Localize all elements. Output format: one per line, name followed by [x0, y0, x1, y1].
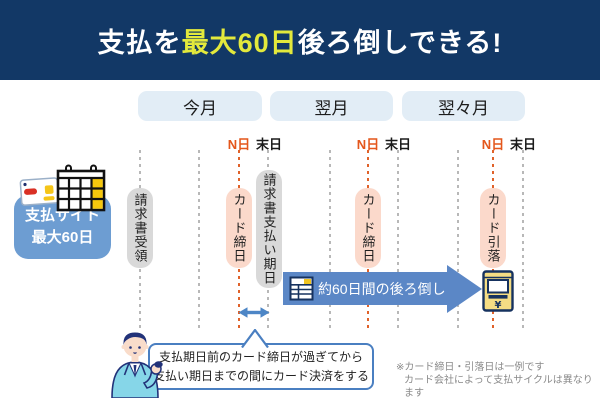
- deferral-arrow-banner: 約60日間の後ろ倒し: [283, 272, 447, 305]
- title-suffix: 後ろ倒しできる!: [297, 27, 503, 58]
- month-label: 翌月: [314, 98, 349, 118]
- timeline-gridline-gray: [198, 150, 200, 330]
- page-title: 支払を最大60日後ろ倒しできる!: [98, 21, 503, 60]
- timeline-gridline-gray: [329, 150, 331, 330]
- title-prefix: 支払を: [97, 27, 182, 58]
- footnote-line2: カード会社によって支払サイクルは異なります: [404, 375, 593, 399]
- n-day-label-month1: N日: [227, 137, 251, 152]
- month-box-current: 今月: [138, 91, 262, 121]
- payment-site-line2: 最大60日: [31, 229, 94, 246]
- month-label: 翌々月: [438, 98, 489, 118]
- businessperson-illustration: [111, 332, 163, 398]
- svg-text:¥: ¥: [495, 300, 502, 311]
- event-card-closing-month1: カード締日: [226, 188, 252, 268]
- timeline-gridline-gray: [457, 150, 459, 330]
- month-label: 今月: [183, 98, 217, 118]
- speech-bubble-tail: [241, 329, 269, 348]
- month-box-next: 翌月: [270, 91, 393, 121]
- speech-bubble-line1: 支払期日前のカード締日が過ぎてから: [158, 349, 363, 364]
- event-card-debit: カード引落: [480, 188, 506, 268]
- last-day-label-month2: 末日: [384, 137, 412, 152]
- n-day-label-month3: N日: [481, 137, 505, 152]
- calendar-doc-icon: [289, 276, 314, 301]
- credit-card-icon: [19, 177, 60, 206]
- timeline-gridline-gray: [397, 150, 399, 330]
- last-day-label-month1: 末日: [255, 137, 283, 152]
- speech-bubble-line2: 支払い期日までの間にカード決済をする: [152, 368, 369, 383]
- n-day-label-month2: N日: [356, 137, 380, 152]
- deferral-arrow-head: [447, 265, 482, 313]
- payment-site-line1: 支払サイト: [24, 207, 100, 225]
- deferral-arrow-label: 約60日間の後ろ倒し: [318, 280, 446, 297]
- double-arrow-icon: [238, 307, 270, 318]
- footnote: ※カード締日・引落日は一例です カード会社によって支払サイクルは異なります: [396, 361, 600, 400]
- footnote-line1: ※カード締日・引落日は一例です: [396, 362, 545, 373]
- event-card-closing-month2: カード締日: [355, 188, 381, 268]
- title-highlight: 最大60日: [181, 27, 298, 58]
- month-box-after-next: 翌々月: [402, 91, 525, 121]
- speech-bubble: 支払期日前のカード締日が過ぎてから 支払い期日までの間にカード決済をする: [148, 343, 374, 390]
- timeline-gridline-gray: [522, 150, 524, 330]
- calendar-icon: [56, 164, 106, 212]
- atm-icon: ¥: [482, 270, 514, 312]
- header-banner: 支払を最大60日後ろ倒しできる!: [0, 0, 600, 80]
- event-invoice-payment-due: 請求書支払い期日: [256, 170, 282, 288]
- event-invoice-receipt: 請求書受領: [127, 188, 153, 268]
- last-day-label-month3: 末日: [509, 137, 537, 152]
